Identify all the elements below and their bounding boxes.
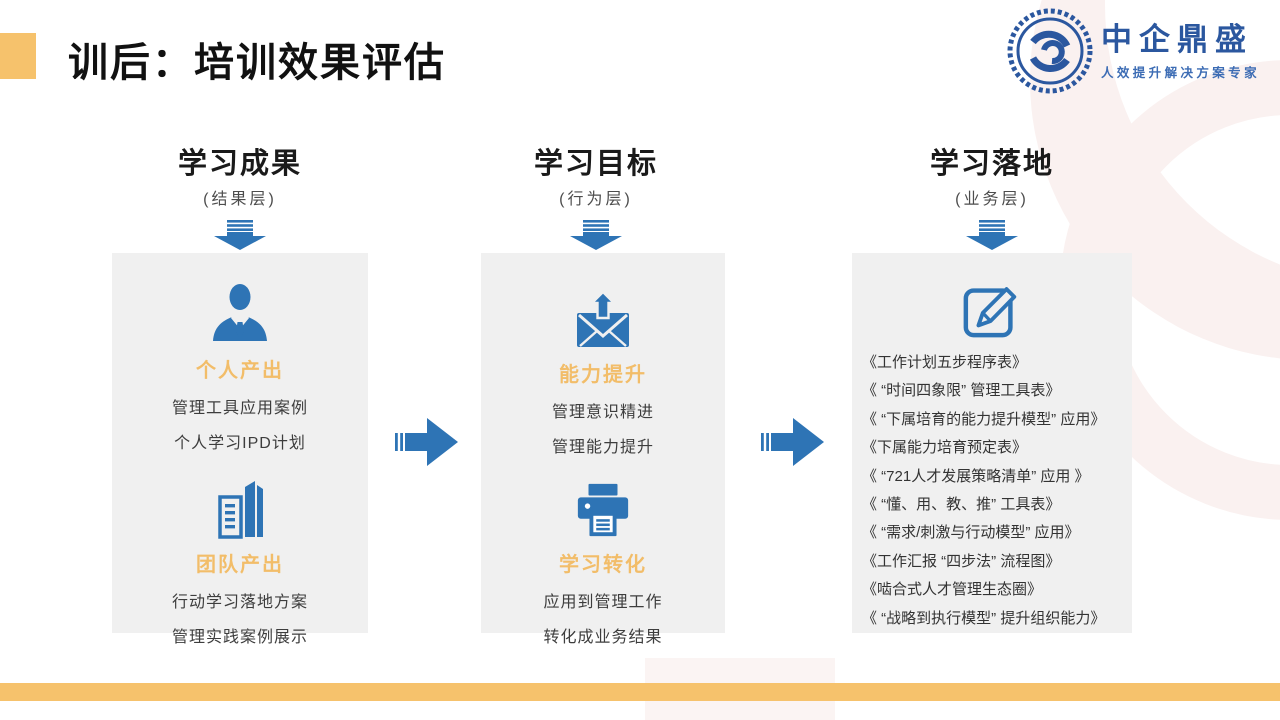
column-subtitle: (业务层) [955, 191, 1029, 208]
right-arrow-icon [395, 418, 459, 471]
section-line: 管理能力提升 [551, 439, 654, 456]
section-line: 管理实践案例展示 [171, 629, 308, 646]
printer-icon [577, 483, 629, 537]
column-header-business: 学习落地 (业务层) [852, 140, 1132, 255]
footer-accent-bar [0, 683, 1280, 701]
deliverable-item: 《啮合式人才管理生态圈》 [862, 581, 1043, 599]
title-accent-square [0, 33, 36, 79]
column-subtitle: (结果层) [203, 191, 277, 208]
deliverable-item: 《 “懂、用、教、推” 工具表》 [862, 495, 1061, 513]
company-logo: 中企鼎盛 人效提升解决方案专家 [1007, 8, 1260, 94]
column-header-behavior: 学习目标 (行为层) [468, 140, 724, 255]
column-header-results: 学习成果 (结果层) [112, 140, 368, 255]
deliverable-item: 《工作计划五步程序表》 [862, 353, 1028, 371]
column-subtitle: (行为层) [559, 191, 633, 208]
down-arrow-icon [112, 220, 368, 255]
section-line: 管理意识精进 [551, 404, 654, 421]
deliverable-item: 《 “需求/刺激与行动模型” 应用》 [862, 524, 1080, 542]
company-name: 中企鼎盛 [1100, 21, 1253, 57]
panel-learning-results: 个人产出 管理工具应用案例 个人学习IPD计划 团队产出 行动学习落地方案 管理… [112, 253, 368, 646]
company-tagline: 人效提升解决方案专家 [1100, 65, 1260, 80]
deliverable-item: 《 “战略到执行模型” 提升组织能力》 [862, 609, 1106, 627]
section-personal-output: 个人产出 管理工具应用案例 个人学习IPD计划 [172, 283, 308, 453]
column-title: 学习成果 [177, 148, 302, 180]
down-arrow-icon [468, 220, 724, 255]
section-label: 团队产出 [195, 554, 284, 576]
panel-learning-goals: 能力提升 管理意识精进 管理能力提升 学习转化 应用到管理工作 转化成业务结果 [481, 253, 725, 646]
edit-pencil-icon [963, 287, 1017, 338]
column-title: 学习目标 [533, 148, 658, 180]
section-line: 行动学习落地方案 [171, 594, 308, 611]
section-capability-improvement: 能力提升 管理意识精进 管理能力提升 [552, 291, 654, 457]
deliverable-item: 《工作汇报 “四步法” 流程图》 [862, 552, 1061, 570]
section-team-output: 团队产出 行动学习落地方案 管理实践案例展示 [172, 477, 308, 647]
deliverable-item: 《 “721人才发展策略清单” 应用 》 [862, 467, 1090, 485]
page-title: 训后：培训效果评估 [68, 41, 446, 85]
section-line: 个人学习IPD计划 [174, 435, 306, 452]
company-emblem-icon [1007, 8, 1093, 94]
deliverable-item: 《 “时间四象限” 管理工具表》 [862, 382, 1061, 400]
section-label: 学习转化 [558, 554, 647, 576]
section-line: 转化成业务结果 [543, 629, 663, 646]
panel-learning-implementation: 《工作计划五步程序表》《 “时间四象限” 管理工具表》《 “下属培育的能力提升模… [852, 253, 1132, 633]
deliverable-list: 《工作计划五步程序表》《 “时间四象限” 管理工具表》《 “下属培育的能力提升模… [852, 349, 1105, 633]
building-icon [218, 481, 263, 539]
section-learning-transfer: 学习转化 应用到管理工作 转化成业务结果 [543, 481, 662, 647]
down-arrow-icon [852, 220, 1132, 255]
column-title: 学习落地 [929, 148, 1054, 180]
section-line: 应用到管理工作 [543, 594, 663, 611]
deliverable-item: 《 “下属培育的能力提升模型” 应用》 [862, 410, 1106, 428]
businessman-icon [212, 284, 267, 341]
right-arrow-icon [761, 418, 825, 471]
section-label: 能力提升 [558, 364, 647, 386]
mail-upgrade-icon [576, 291, 629, 347]
section-line: 管理工具应用案例 [171, 400, 308, 417]
section-label: 个人产出 [195, 360, 284, 382]
deliverable-item: 《下属能力培育预定表》 [862, 439, 1028, 457]
